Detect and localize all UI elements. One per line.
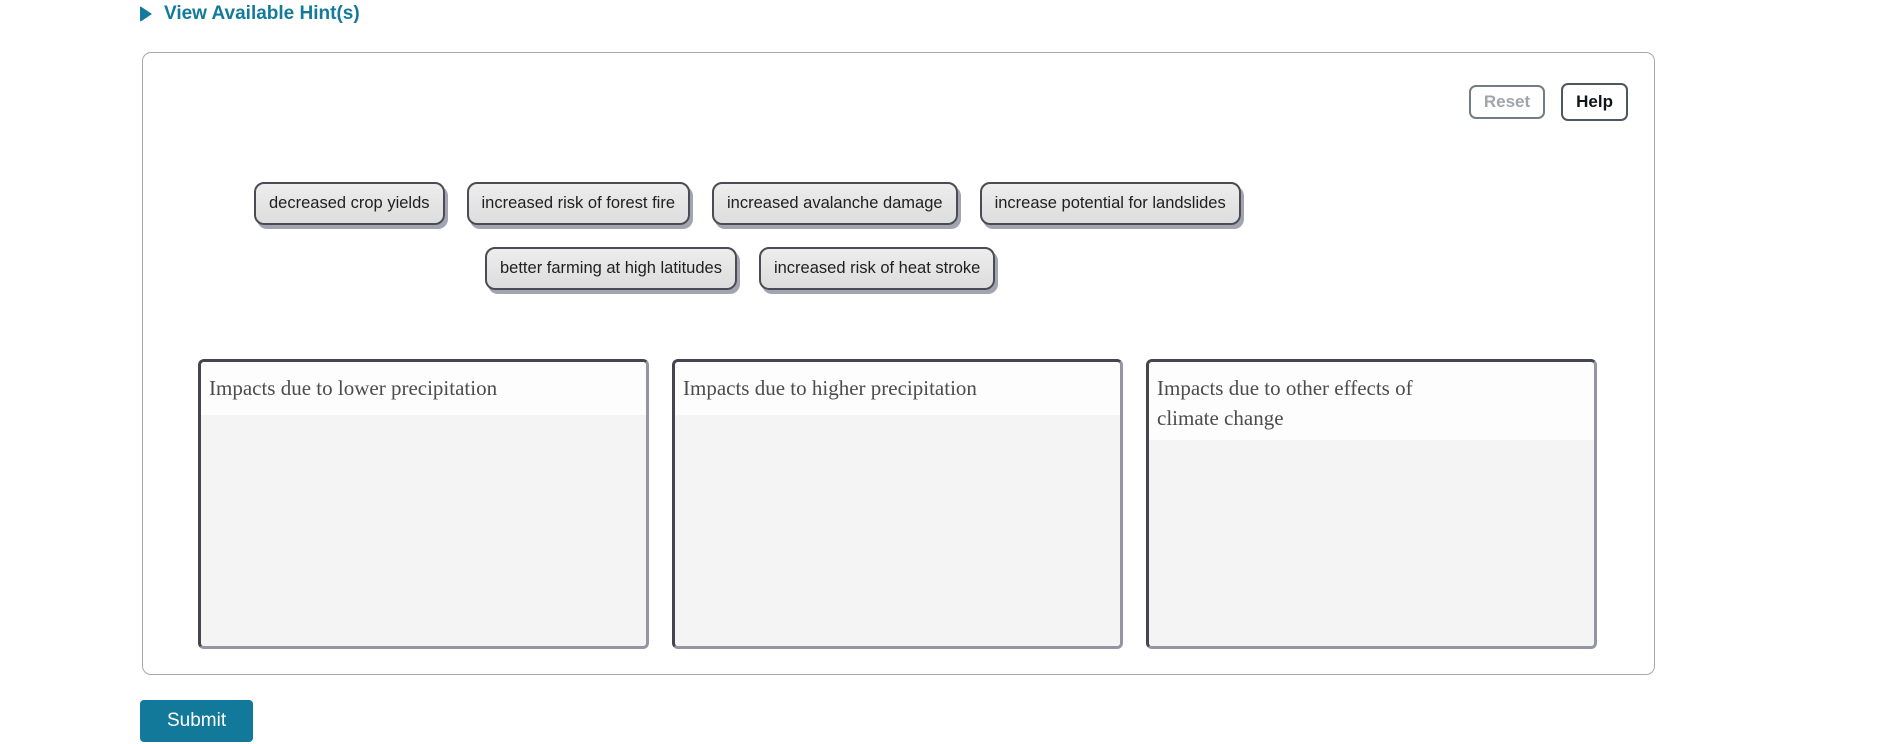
drag-chip-increase-landslides[interactable]: increase potential for landslides xyxy=(979,182,1241,225)
disclosure-triangle-icon xyxy=(140,6,152,22)
bin-drop-area-lower-precipitation[interactable] xyxy=(201,415,646,646)
drag-chip-increased-avalanche-damage[interactable]: increased avalanche damage xyxy=(712,182,958,225)
activity-toolbar: Reset Help xyxy=(1468,83,1628,121)
view-hints-label: View Available Hint(s) xyxy=(164,3,360,24)
drop-bin-higher-precipitation[interactable]: Impacts due to higher precipitation xyxy=(672,359,1123,649)
drop-bin-other-effects[interactable]: Impacts due to other effects of climate … xyxy=(1146,359,1597,649)
drop-bins: Impacts due to lower precipitation Impac… xyxy=(198,359,1597,649)
chip-row-1: decreased crop yields increased risk of … xyxy=(254,182,1241,225)
reset-button[interactable]: Reset xyxy=(1468,85,1546,119)
bin-drop-area-higher-precipitation[interactable] xyxy=(675,415,1120,646)
bin-label-other-effects: Impacts due to other effects of climate … xyxy=(1149,362,1459,440)
drag-chip-decreased-crop-yields[interactable]: decreased crop yields xyxy=(254,182,445,225)
activity-panel: Reset Help decreased crop yields increas… xyxy=(142,52,1655,675)
bin-label-higher-precipitation: Impacts due to higher precipitation xyxy=(675,362,1120,416)
bin-drop-area-other-effects[interactable] xyxy=(1149,439,1594,646)
drag-chip-increased-forest-fire[interactable]: increased risk of forest fire xyxy=(466,182,691,225)
chip-row-2: better farming at high latitudes increas… xyxy=(485,247,996,290)
submit-button[interactable]: Submit xyxy=(140,700,254,742)
drop-bin-lower-precipitation[interactable]: Impacts due to lower precipitation xyxy=(198,359,649,649)
drag-chip-better-farming-high-latitudes[interactable]: better farming at high latitudes xyxy=(485,247,737,290)
help-button[interactable]: Help xyxy=(1561,83,1628,121)
bin-label-lower-precipitation: Impacts due to lower precipitation xyxy=(201,362,646,416)
drag-chip-increased-heat-stroke[interactable]: increased risk of heat stroke xyxy=(758,247,996,290)
view-hints-link[interactable]: View Available Hint(s) xyxy=(140,3,360,25)
